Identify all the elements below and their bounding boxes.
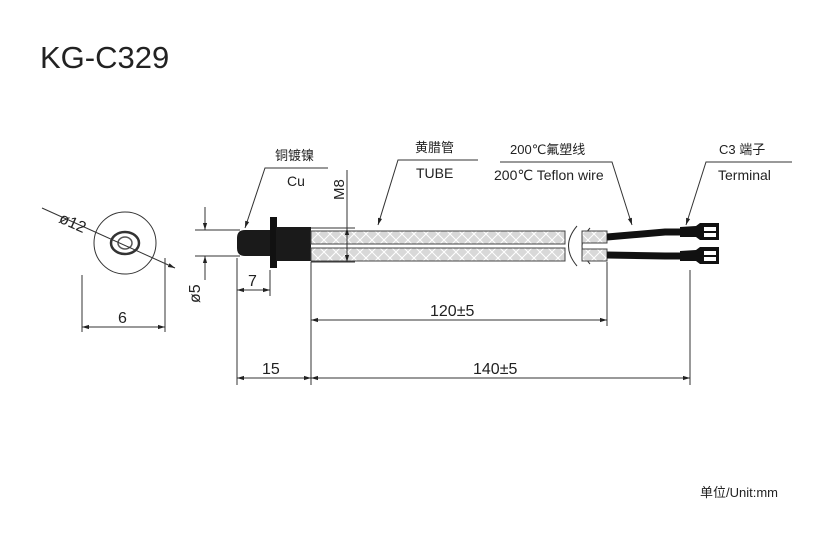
unit-label: 单位/Unit:mm <box>700 485 778 500</box>
tube-length-label: 120±5 <box>430 303 474 320</box>
total-length-label: 140±5 <box>473 361 517 378</box>
thread-label: M8 <box>331 179 348 200</box>
probe-head <box>237 217 311 268</box>
plating-cn-label: 铜镀镍 <box>275 148 314 163</box>
model-title: KG-C329 <box>40 40 169 75</box>
wires <box>606 228 682 260</box>
tip-diameter-label: ø5 <box>187 284 204 303</box>
terminals <box>680 223 719 264</box>
wire-en-label: 200℃ Teflon wire <box>494 167 604 183</box>
leader-lines <box>244 159 792 229</box>
end-diameter-label: ø12 <box>56 210 88 237</box>
terminal-cn-label: C3 端子 <box>719 142 765 157</box>
end-view <box>41 207 176 332</box>
terminal-en-label: Terminal <box>718 167 771 183</box>
head-length-label: 15 <box>262 361 280 378</box>
tube-cn-label: 黄腊管 <box>415 140 454 155</box>
tip-length-label: 7 <box>248 273 257 290</box>
dimension-lines <box>195 170 691 385</box>
end-width-label: 6 <box>118 310 127 327</box>
tube-en-label: TUBE <box>416 165 453 181</box>
tube <box>310 225 608 267</box>
wire-cn-label: 200℃氟塑线 <box>510 142 585 157</box>
plating-en-label: Cu <box>287 173 305 189</box>
